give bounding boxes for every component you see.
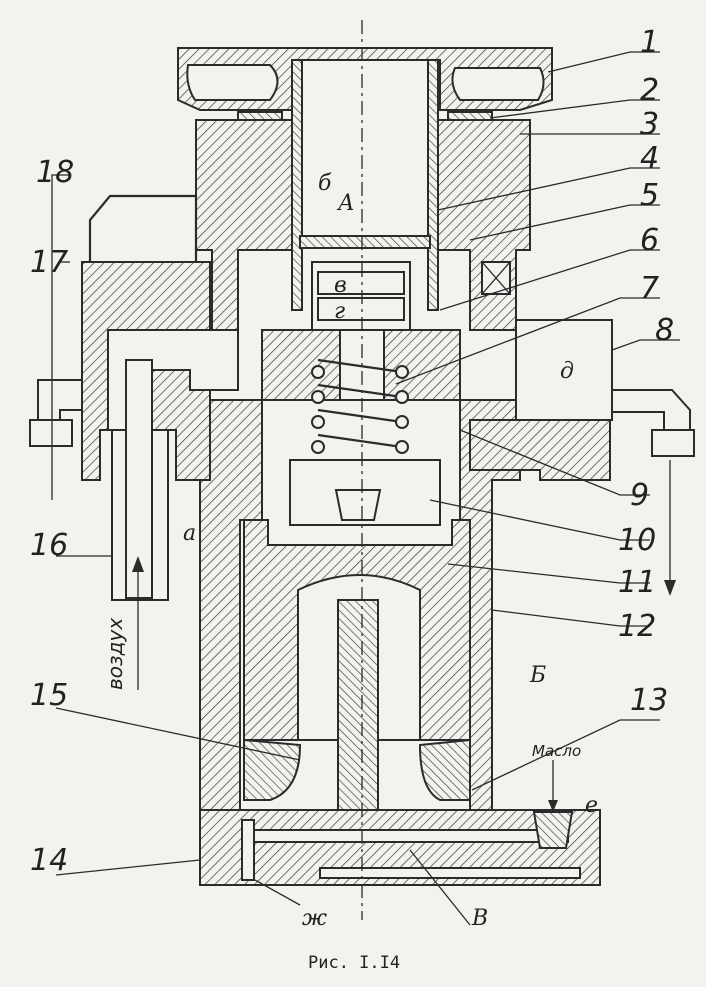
part-5-label: 5 [640, 178, 659, 213]
letter-A: А [336, 191, 355, 216]
top-cover-cavity-right [451, 67, 545, 101]
valve-poppet [334, 489, 382, 521]
chamber-A-bottom [299, 235, 431, 249]
right-fitting-nut [651, 429, 695, 457]
part-13-label: 13 [630, 683, 668, 718]
part-18-label: 18 [36, 155, 74, 190]
right-outer-body [469, 419, 611, 481]
part-3-label: 3 [640, 107, 659, 142]
part-15-label: 15 [30, 678, 68, 713]
leader-lines [51, 51, 680, 926]
part-2-label: 2 [640, 73, 659, 108]
part-4-label: 4 [640, 141, 659, 176]
part-16-label: 16 [30, 528, 68, 563]
central-sleeve-left-wall [291, 59, 303, 311]
letter-a: а [183, 521, 196, 546]
oil-inlet-fitting [532, 811, 574, 849]
oil-channel-V [319, 867, 581, 879]
right-fitting [611, 389, 691, 431]
lower-cup-right [418, 738, 471, 801]
letter-v: в [334, 273, 347, 298]
letter-labels: а б в г д е ж А Б В [183, 171, 598, 931]
oil-arrow [548, 800, 558, 812]
base-channel [247, 829, 569, 843]
air-arrow [132, 556, 144, 572]
part-12-label: 12 [618, 609, 656, 644]
letter-zh: ж [302, 906, 327, 931]
letter-B: Б [529, 663, 546, 688]
letter-g: г [334, 299, 345, 324]
right-discharge-chamber [515, 319, 613, 421]
letter-b: б [318, 171, 332, 196]
part-10-label: 10 [618, 523, 656, 558]
letter-d: д [560, 359, 574, 384]
part-14-label: 14 [30, 843, 68, 878]
part-1-label: 1 [640, 25, 659, 60]
cover-18 [88, 194, 198, 262]
top-cover-cavity-left [186, 64, 279, 101]
air-tube-16-inner [125, 359, 153, 599]
discharge-arrow [664, 580, 676, 596]
air-label: воздух [103, 618, 127, 690]
oil-label: Масло [532, 742, 581, 760]
part-9-label: 9 [630, 478, 649, 513]
letter-e: е [585, 793, 598, 818]
letter-V: В [471, 906, 488, 931]
figure-caption: Рис. I.I4 [308, 953, 400, 973]
part-17-label: 17 [30, 245, 68, 280]
valve-plate-v [317, 271, 405, 295]
valve-plate-g [317, 297, 405, 321]
left-fitting-nut [29, 419, 73, 447]
base-drain-zh [241, 819, 255, 881]
part-8-label: 8 [655, 313, 674, 348]
lower-cup-left [243, 738, 302, 801]
part-11-label: 11 [618, 565, 656, 600]
central-sleeve-right-wall [427, 59, 439, 311]
left-fitting [37, 379, 83, 421]
upper-cylinder-right [437, 119, 531, 331]
part-7-label: 7 [640, 271, 659, 306]
part-6-label: 6 [640, 223, 659, 258]
part-number-labels: 1 2 3 4 5 6 7 8 9 10 11 12 13 14 15 16 1… [30, 25, 674, 878]
